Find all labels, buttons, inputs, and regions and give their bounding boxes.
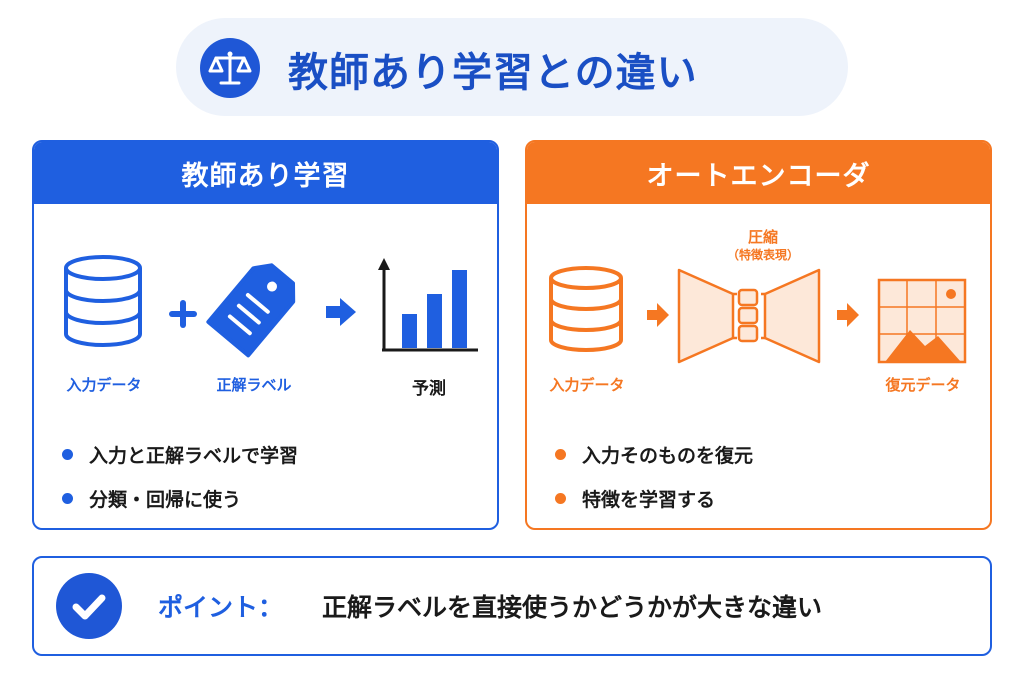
database-icon <box>64 255 142 347</box>
database-icon <box>549 266 623 352</box>
supervised-panel: 教師あり学習 <box>32 140 499 530</box>
arrow-right-icon <box>837 303 859 327</box>
autoencoder-panel: オートエンコーダ 圧縮 （特徴表現） <box>525 140 992 530</box>
check-icon <box>56 573 122 639</box>
bottleneck-icon <box>677 268 821 364</box>
list-item: 入力と正解ラベルで学習 <box>62 432 298 476</box>
autoencoder-header: オートエンコーダ <box>527 142 990 204</box>
input-data-label: 入力データ <box>549 376 625 394</box>
arrow-right-icon <box>326 298 356 326</box>
page-title: 教師あり学習との違い <box>288 50 698 96</box>
autoencoder-diagram <box>549 266 967 364</box>
bar-chart-icon <box>378 258 478 352</box>
prediction-label: 予測 <box>412 379 446 399</box>
reconstructed-data-label: 復元データ <box>885 376 961 394</box>
title-banner <box>176 18 848 116</box>
list-item: 入力そのものを復元 <box>555 432 753 476</box>
supervised-header: 教師あり学習 <box>34 142 497 204</box>
supervised-bullets: 入力と正解ラベルで学習 分類・回帰に使う <box>62 432 298 520</box>
tag-icon <box>206 263 296 358</box>
list-item: 特徴を学習する <box>555 476 753 520</box>
autoencoder-bullets: 入力そのものを復元 特徴を学習する <box>555 432 753 520</box>
point-box: ポイント： 正解ラベルを直接使うかどうかが大きな違い <box>32 556 992 656</box>
bullet-dot <box>555 492 566 504</box>
point-text: 正解ラベルを直接使うかどうかが大きな違い <box>322 593 823 622</box>
list-item: 分類・回帰に使う <box>62 476 298 520</box>
input-data-label: 入力データ <box>66 376 142 394</box>
arrow-right-icon <box>647 303 669 327</box>
plus-icon <box>169 300 197 328</box>
bullet-dot <box>555 448 566 460</box>
bullet-dot <box>62 492 73 504</box>
compress-label: 圧縮 <box>747 228 778 246</box>
correct-label-label: 正解ラベル <box>216 376 292 394</box>
balance-scale-icon <box>200 38 260 98</box>
image-grid-icon <box>877 278 967 364</box>
bullet-dot <box>62 448 73 460</box>
supervised-diagram <box>64 255 478 358</box>
feature-representation-label: （特徴表現） <box>726 248 799 262</box>
point-label: ポイント： <box>158 593 284 622</box>
